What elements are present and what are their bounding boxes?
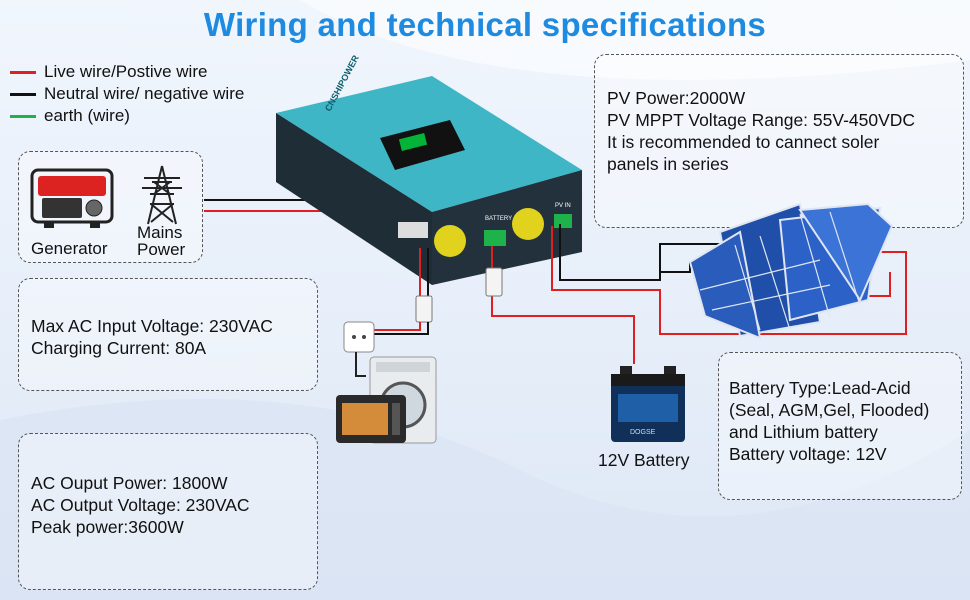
legend-item-live: Live wire/Postive wire [10, 62, 310, 84]
battery-label: 12V Battery [598, 450, 690, 470]
wall-socket [343, 321, 375, 353]
legend-item-neutral: Neutral wire/ negative wire [10, 84, 310, 106]
battery-breaker [485, 267, 503, 297]
battery-spec-line: Battery voltage: 12V [729, 444, 887, 464]
battery-brand-text: DOGSE [630, 429, 656, 436]
legend-item-earth: earth (wire) [10, 106, 310, 128]
ac-output-cable [372, 322, 421, 331]
battery-spec-line: and Lithium battery [729, 422, 878, 442]
pv-string-wire [660, 262, 691, 273]
pv-spec-box: PV Power:2000W PV MPPT Voltage Range: 55… [594, 54, 964, 228]
neutral-wire-swatch [10, 93, 36, 96]
ac-output-spec-line: Peak power:3600W [31, 517, 184, 537]
ac-input-spec-box: Max AC Input Voltage: 230VAC Charging Cu… [18, 278, 318, 391]
pylon-illustration [142, 165, 182, 225]
earth-wire-swatch [10, 115, 36, 118]
page-title: Wiring and technical specifications [203, 6, 767, 43]
generator-illustration [30, 168, 114, 228]
battery-spec-line: (Seal, AGM,Gel, Flooded) [729, 400, 930, 420]
battery-port-label: BATTERY [485, 216, 512, 222]
pv-positive-wire [551, 226, 907, 335]
pv-spec-line: panels in series [607, 154, 729, 174]
ac-output-spec-line: AC Output Voltage: 230VAC [31, 495, 250, 515]
legend-label-live: Live wire/Postive wire [44, 62, 208, 81]
battery-spec-box: Battery Type:Lead-Acid (Seal, AGM,Gel, F… [718, 352, 962, 500]
pv-spec-line: PV MPPT Voltage Range: 55V-450VDC [607, 110, 916, 130]
pv-spec-line: PV Power:2000W [607, 88, 746, 108]
ac-output-spec-box: AC Ouput Power: 1800W AC Output Voltage:… [18, 433, 318, 590]
generator-label: Generator [31, 239, 108, 258]
mains-label-line1: Mains [137, 223, 183, 242]
battery-spec-line: Battery Type:Lead-Acid [729, 378, 911, 398]
battery-illustration: DOGSE [611, 366, 685, 442]
solar-panels-illustration [688, 202, 894, 340]
ac-input-spec-line: Max AC Input Voltage: 230VAC [31, 316, 273, 336]
pv-port-label: PV IN [555, 203, 571, 209]
ac-input-spec-line: Charging Current: 80A [31, 338, 207, 358]
live-wire-swatch [10, 71, 36, 74]
ac-output-breaker [415, 295, 433, 323]
pv-spec-line: It is recommended to cannect soler [607, 132, 880, 152]
ac-output-spec-line: AC Ouput Power: 1800W [31, 473, 228, 493]
oven-illustration [336, 395, 406, 443]
pv-negative-wire [559, 224, 745, 281]
legend-label-earth: earth (wire) [44, 106, 130, 125]
mains-label-line2: Power [137, 240, 186, 259]
legend-label-neutral: Neutral wire/ negative wire [44, 84, 245, 103]
ac-output-cable-neutral [372, 322, 429, 335]
wire-legend: Live wire/Postive wire Neutral wire/ neg… [10, 62, 310, 128]
